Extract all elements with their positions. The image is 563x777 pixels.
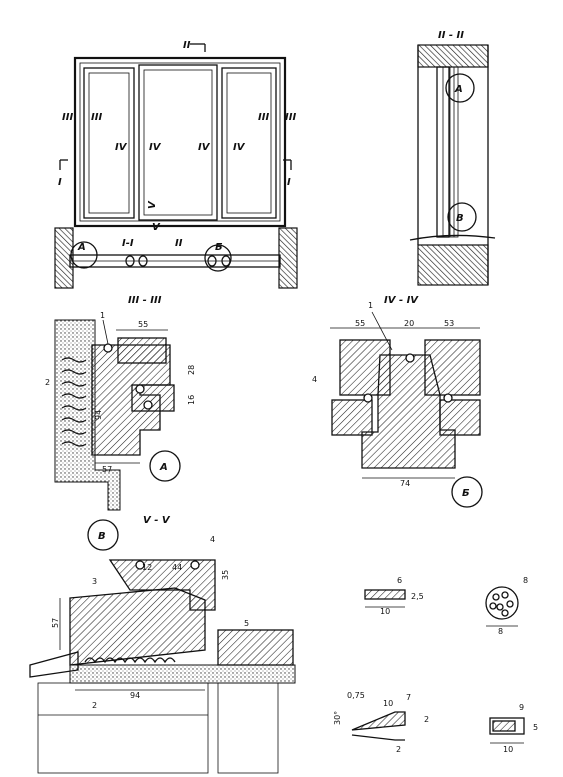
detail-8-w: 8 xyxy=(498,627,503,636)
detail-9: 9 10 5 xyxy=(489,703,538,754)
section-iii-dim-right-2: 16 xyxy=(187,395,196,405)
mark-iv-3: IV xyxy=(198,142,211,153)
section-iii-dim-inner: 94 xyxy=(94,410,103,420)
section-iii-seal xyxy=(61,357,87,447)
section-v-leader-2: 2 xyxy=(92,701,97,710)
section-v-leader-4: 4 xyxy=(210,535,215,544)
section-iii-leader-2: 2 xyxy=(45,378,50,387)
detail-9-h: 5 xyxy=(533,723,538,732)
section-ii-title: II - II xyxy=(438,30,464,41)
mark-i-i: I-I xyxy=(122,238,134,249)
detail-6-num: 6 xyxy=(397,576,402,585)
section-v-dim-c: 35 xyxy=(221,570,230,580)
section-iii-iii: III - III 55 28 16 57 94 1 2 A xyxy=(45,295,196,511)
detail-9-outer xyxy=(489,717,525,735)
section-v-dim-left: 57 xyxy=(51,618,60,628)
detail-7-e: 2 xyxy=(396,745,401,754)
mark-iii-right-inner: III xyxy=(258,112,269,123)
section-iii-dim-top: 55 xyxy=(138,320,148,329)
detail-6-strip xyxy=(364,589,406,600)
section-v-leader-5: 5 xyxy=(244,619,249,628)
detail-7-wedge xyxy=(351,711,406,731)
mark-i-right: I xyxy=(287,177,291,188)
window-outer-frame xyxy=(73,56,287,228)
detail-7-d: 2 xyxy=(424,715,429,724)
window-inner-frame xyxy=(79,62,281,222)
section-ii-callout-a: A xyxy=(454,84,463,95)
mark-v-small: V xyxy=(152,222,161,233)
section-iii-callout-circle xyxy=(149,450,181,482)
detail-8-circle xyxy=(485,586,519,620)
section-iv-callout: Б xyxy=(462,488,470,499)
section-v-dim-b: 44 xyxy=(172,563,182,572)
section-iv-dim-left: 55 xyxy=(355,319,365,328)
section-iv-title: IV - IV xyxy=(384,295,419,306)
right-sash xyxy=(221,67,277,219)
mark-iv-2: IV xyxy=(149,142,162,153)
mark-v-vertical: V xyxy=(147,200,158,209)
detail-6-w: 10 xyxy=(380,607,390,616)
center-sash xyxy=(138,64,218,221)
section-iv-callout-circle xyxy=(451,476,483,508)
wall-right xyxy=(278,227,298,289)
callout-a-label: A xyxy=(77,242,86,253)
callout-a-circle xyxy=(70,241,98,269)
wall-left xyxy=(54,227,74,289)
callout-b-label: Б xyxy=(215,242,223,253)
detail-9-inner xyxy=(492,720,516,732)
section-v-board xyxy=(217,629,294,666)
section-v-leader-3: 3 xyxy=(92,577,97,586)
section-ii-callout-b-circle xyxy=(447,202,477,232)
section-ii-callout-b: В xyxy=(456,213,464,224)
section-iv-iv: IV - IV 55 20 53 74 1 4 Б xyxy=(312,295,483,508)
detail-8: 8 8 xyxy=(485,576,528,636)
mark-iii-left-outer: III xyxy=(62,112,73,123)
section-ii-lintel xyxy=(417,44,489,68)
section-v-callout: В xyxy=(98,531,106,542)
detail-7-num: 7 xyxy=(406,693,411,702)
section-v-title: V - V xyxy=(143,515,171,526)
detail-7-a: 0,75 xyxy=(347,691,365,700)
section-iii-callout: A xyxy=(159,462,168,473)
section-v-dim-a: 12 xyxy=(142,563,152,572)
section-iv-dim-right: 53 xyxy=(444,319,454,328)
mark-ii-sill: II xyxy=(175,238,183,249)
section-ii-sill-wall xyxy=(417,244,489,286)
section-iv-leader-1: 1 xyxy=(368,301,373,310)
section-v-base xyxy=(69,664,296,684)
detail-9-num: 9 xyxy=(519,703,524,712)
section-ii-callout-a-circle xyxy=(445,73,475,103)
section-iv-dim-mid: 20 xyxy=(404,319,414,328)
detail-7: 0,75 10 7 30° 2 2 xyxy=(333,691,429,754)
mark-ii-top: II xyxy=(183,40,191,51)
section-iv-leader-4: 4 xyxy=(312,375,317,384)
mark-iii-left-inner: III xyxy=(91,112,102,123)
section-iii-title: III - III xyxy=(128,295,162,306)
section-v-drip xyxy=(29,651,79,678)
detail-6: 6 10 2,5 xyxy=(364,576,424,616)
window-elevation: II III III III III IV IV IV IV I I V V I… xyxy=(54,40,298,289)
detail-7-angle: 30° xyxy=(333,711,342,725)
section-v-callout-circle xyxy=(87,519,119,551)
detail-8-num: 8 xyxy=(523,576,528,585)
mark-iii-right-outer: III xyxy=(285,112,296,123)
section-iv-dim-bottom: 74 xyxy=(400,479,410,488)
left-sash xyxy=(83,67,135,219)
section-v-v: V - V В 57 12 44 35 94 2 3 4 5 xyxy=(29,515,296,774)
section-iii-dim-right-1: 28 xyxy=(187,365,196,375)
mark-i-left: I xyxy=(58,177,62,188)
section-iii-leader-1: 1 xyxy=(100,311,105,320)
mark-iv-1: IV xyxy=(115,142,128,153)
section-v-dim-bottom: 94 xyxy=(130,691,140,700)
section-iii-dim-bottom: 57 xyxy=(102,465,112,474)
detail-7-b: 10 xyxy=(383,699,393,708)
callout-b-circle xyxy=(204,244,232,272)
mark-iv-4: IV xyxy=(233,142,246,153)
detail-9-w: 10 xyxy=(503,745,513,754)
section-ii-ii: II - II A В xyxy=(409,30,496,286)
section-v-frame xyxy=(69,587,206,666)
detail-6-h: 2,5 xyxy=(411,592,424,601)
